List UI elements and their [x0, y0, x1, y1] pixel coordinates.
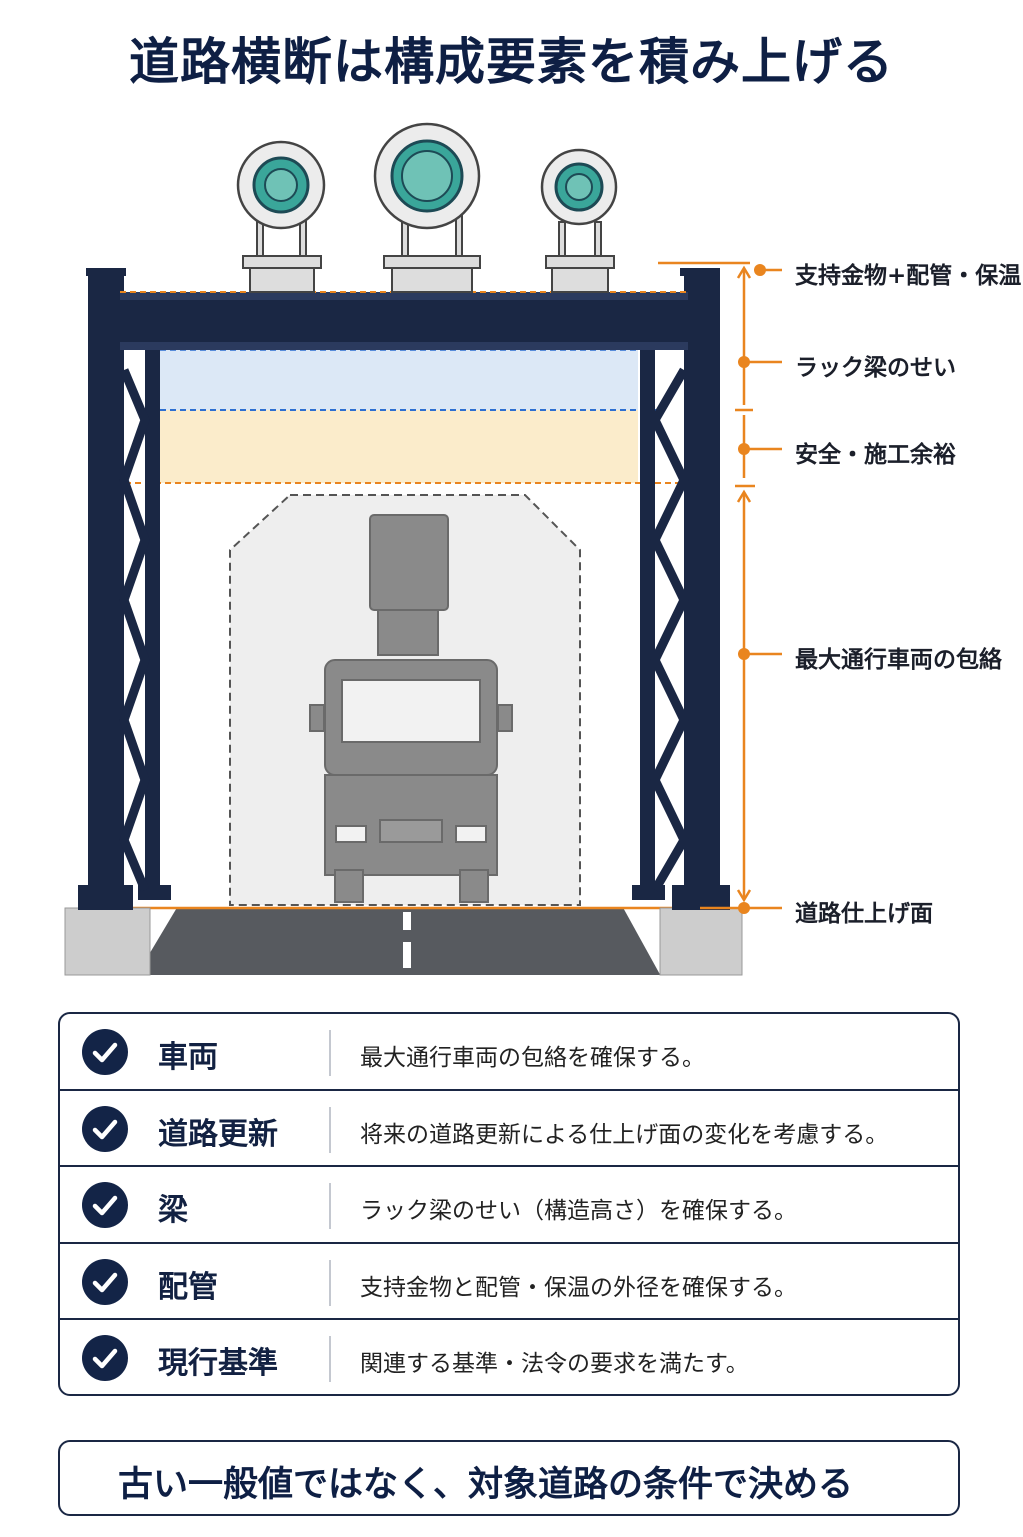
- pipe-supports: [242, 214, 615, 293]
- check-circle-icon: [82, 1105, 128, 1152]
- label-support: 支持金物+配管・保温: [795, 263, 1022, 289]
- dimension-lines: [658, 261, 782, 910]
- row-desc: 最大通行車両の包絡を確保する。: [360, 1045, 705, 1071]
- check-circle-icon: [82, 1258, 128, 1305]
- conclusion-box: 古い一般値ではなく、対象道路の条件で決める: [58, 1440, 960, 1516]
- steel-frame: [78, 268, 730, 910]
- conclusion-text: 古い一般値ではなく、対象道路の条件で決める: [118, 1465, 854, 1505]
- row-term: 配管: [158, 1269, 218, 1305]
- table-row: 梁 ラック梁のせい（構造高さ）を確保する。: [60, 1167, 958, 1244]
- table-row: 現行基準 関連する基準・法令の要求を満たす。: [60, 1320, 958, 1394]
- row-divider: [329, 1259, 331, 1306]
- row-desc: 将来の道路更新による仕上げ面の変化を考慮する。: [360, 1121, 889, 1148]
- row-divider: [329, 1106, 331, 1153]
- label-beam: ラック梁のせい: [795, 355, 956, 381]
- label-road: 道路仕上げ面: [795, 901, 933, 927]
- road-surface: [135, 908, 662, 975]
- table-row: 道路更新 将来の道路更新による仕上げ面の変化を考慮する。: [60, 1091, 958, 1167]
- foundation-right: [659, 907, 743, 976]
- row-divider: [329, 1183, 331, 1229]
- row-term: 梁: [158, 1193, 188, 1228]
- truck-icon: [309, 514, 513, 903]
- row-term: 現行基準: [158, 1346, 278, 1381]
- check-circle-icon: [82, 1029, 128, 1075]
- row-desc: 支持金物と配管・保温の外径を確保する。: [360, 1274, 797, 1301]
- rack-beam: [120, 292, 688, 350]
- dimension-dots: [738, 264, 766, 914]
- safety-margin-zone: [160, 410, 638, 483]
- row-desc: ラック梁のせい（構造高さ）を確保する。: [360, 1198, 797, 1224]
- table-row: 配管 支持金物と配管・保温の外径を確保する。: [60, 1244, 958, 1320]
- insulated-pipe-right: [540, 148, 618, 226]
- requirements-table: 車両 最大通行車両の包絡を確保する。 道路更新 将来の道路更新による仕上げ面の変…: [58, 1012, 960, 1396]
- check-circle-icon: [82, 1182, 128, 1228]
- check-circle-icon: [82, 1335, 128, 1381]
- label-margin: 安全・施工余裕: [795, 442, 956, 468]
- row-divider: [329, 1336, 331, 1382]
- cross-section-diagram: [64, 122, 782, 976]
- row-term: 車両: [158, 1040, 218, 1075]
- beam-depth-zone: [160, 350, 638, 410]
- insulated-pipe-left: [236, 140, 326, 230]
- label-envelope: 最大通行車両の包絡: [795, 647, 1002, 673]
- lattice-bracing: [119, 367, 690, 893]
- foundation-left: [64, 907, 151, 976]
- table-row: 車両 最大通行車両の包絡を確保する。: [60, 1014, 958, 1091]
- page-title: 道路横断は構成要素を積み上げる: [129, 33, 894, 91]
- row-desc: 関連する基準・法令の要求を満たす。: [360, 1351, 749, 1377]
- row-divider: [329, 1030, 331, 1076]
- row-term: 道路更新: [158, 1116, 278, 1152]
- insulated-pipe-center: [373, 122, 481, 230]
